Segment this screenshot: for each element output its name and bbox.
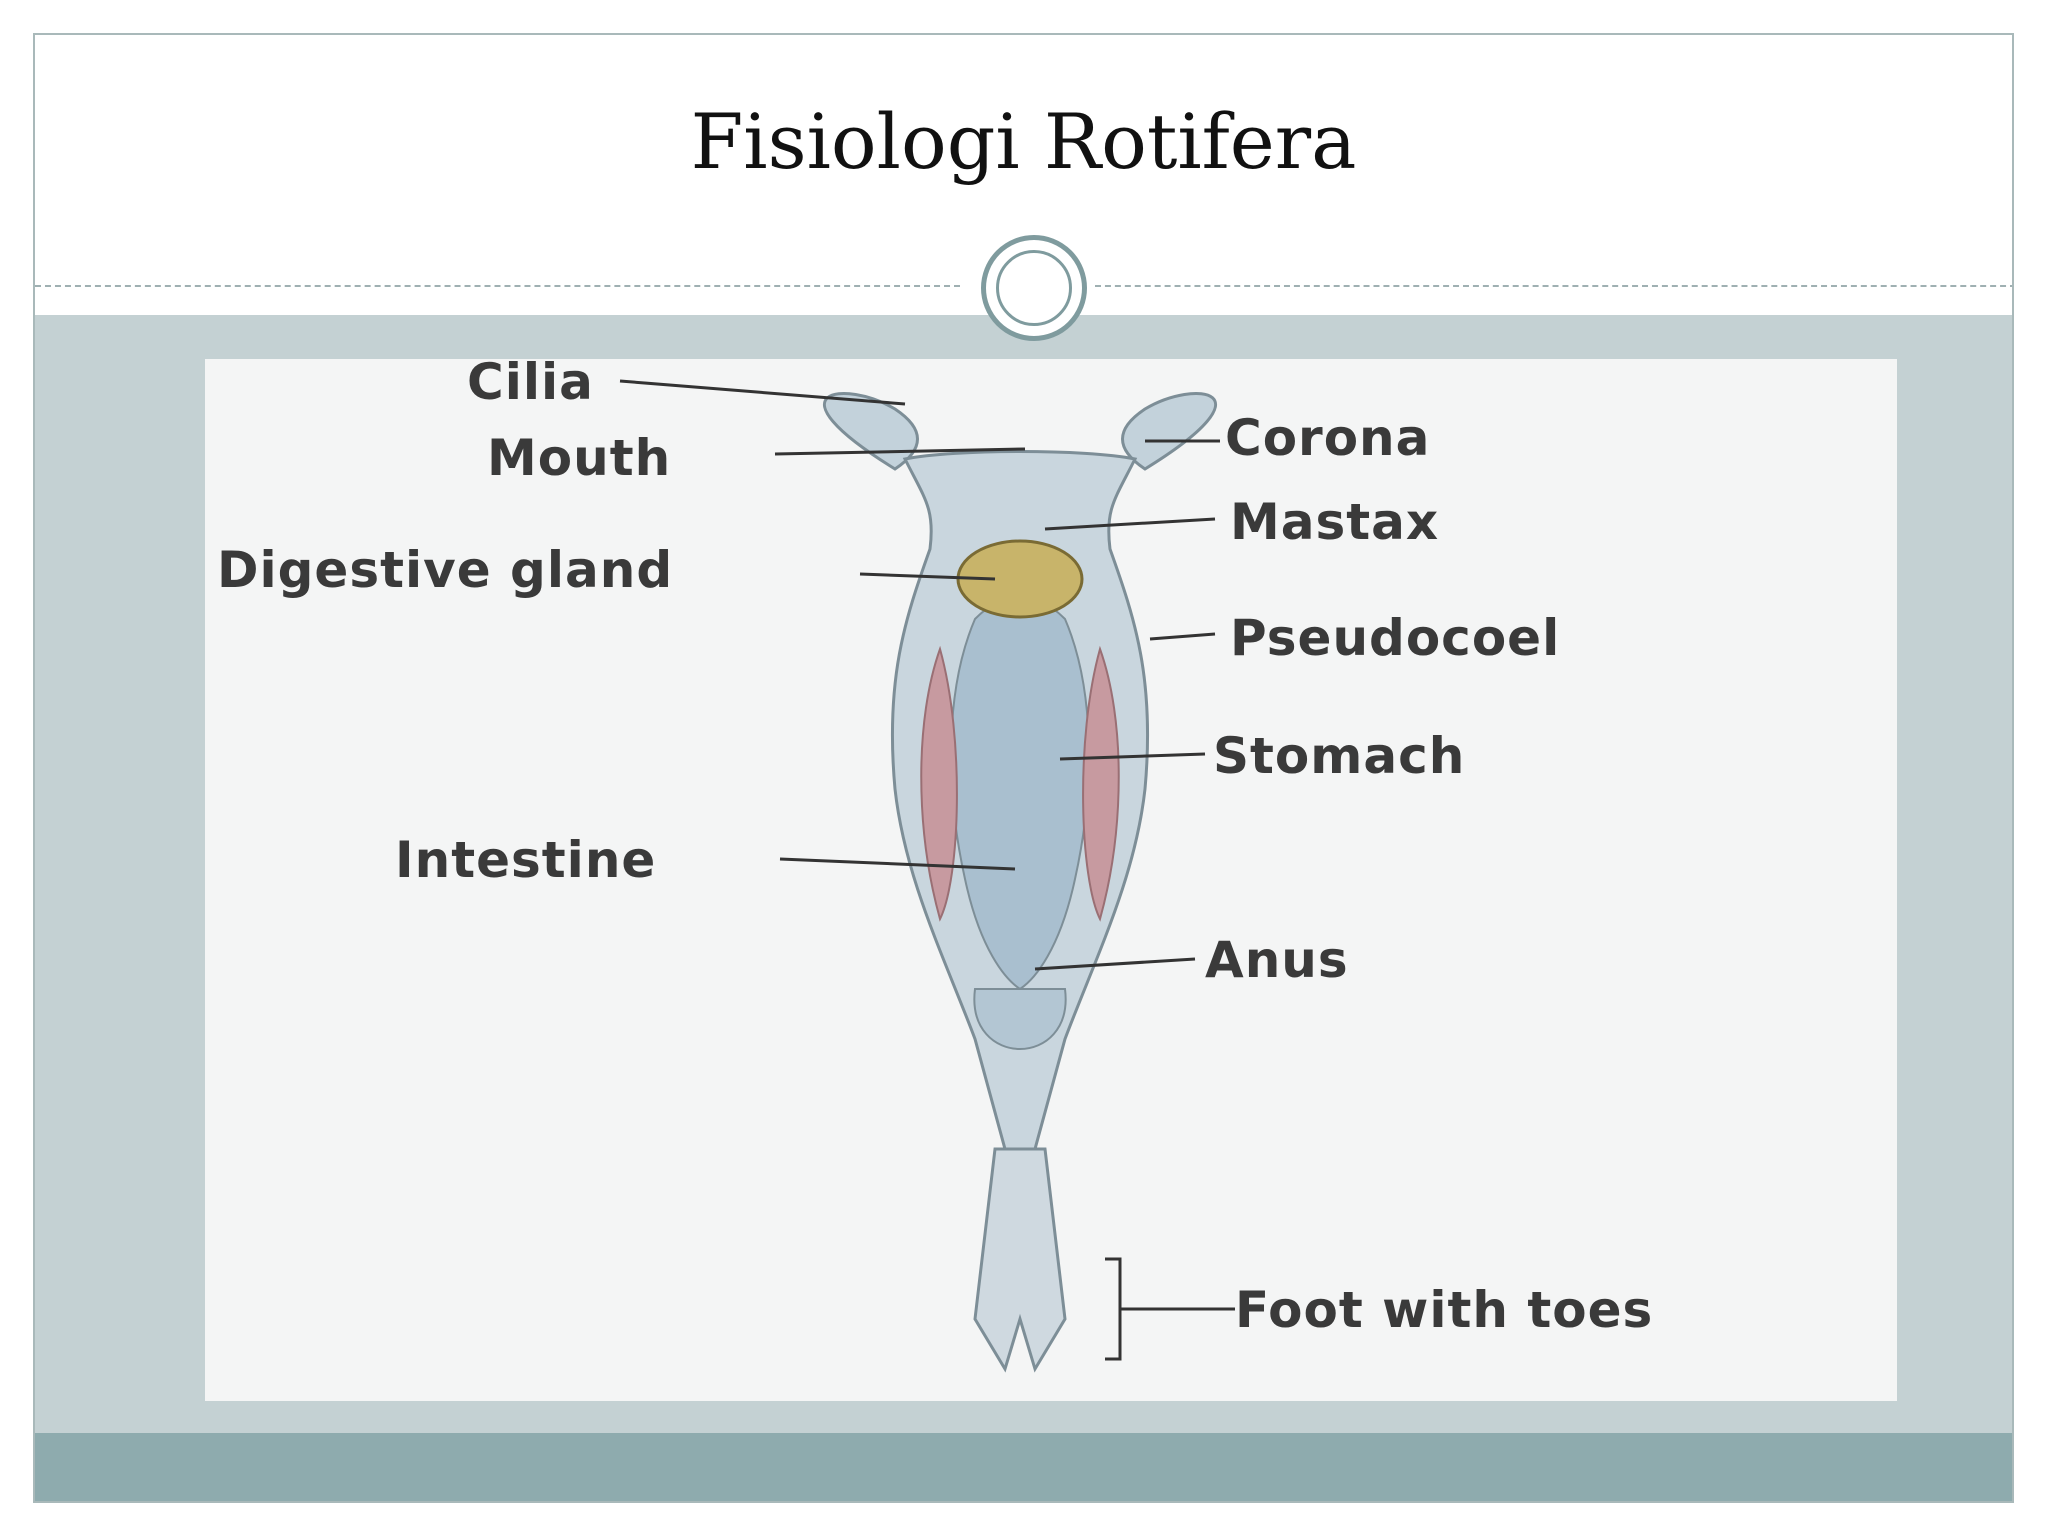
leader-cilia: [619, 379, 906, 406]
intestine-shape: [973, 988, 1067, 1051]
leader-pseudocoel: [1149, 632, 1216, 641]
leader-stomach: [1059, 752, 1206, 761]
ornament-inner-ring: [996, 250, 1072, 326]
divider-right: [1095, 285, 2012, 287]
leader-mouth: [774, 447, 1026, 456]
label-mouth: Mouth: [487, 429, 672, 487]
leader-intestine: [779, 857, 1016, 871]
label-corona: Corona: [1225, 409, 1431, 467]
foot-shape: [973, 1147, 1067, 1373]
slide-frame: Fisiologi Rotifera: [33, 33, 2014, 1503]
divider-left: [35, 285, 960, 287]
label-anus: Anus: [1205, 931, 1349, 989]
leader-digestive-gland: [859, 572, 996, 581]
corona-right-lobe: [1121, 391, 1217, 471]
rotifer-diagram: Cilia Mouth Digestive gland Intestine Co…: [205, 353, 1897, 1401]
label-pseudocoel: Pseudocoel: [1230, 609, 1561, 667]
label-cilia: Cilia: [467, 353, 594, 411]
foot-bracket: [1105, 1257, 1235, 1361]
leader-anus: [1034, 957, 1196, 971]
rotifer-illustration: [619, 379, 1235, 1373]
corona-left-lobe: [823, 391, 919, 471]
slide-title: Fisiologi Rotifera: [690, 97, 1357, 186]
label-intestine: Intestine: [395, 831, 657, 889]
label-stomach: Stomach: [1213, 727, 1466, 785]
leader-mastax: [1044, 517, 1216, 531]
footer-band: [35, 1433, 2012, 1501]
left-muscle: [920, 645, 958, 922]
right-muscle: [1082, 645, 1120, 922]
ornament-circle-icon: [981, 235, 1087, 341]
label-mastax: Mastax: [1230, 493, 1440, 551]
label-foot-with-toes: Foot with toes: [1235, 1281, 1654, 1339]
label-digestive-gland: Digestive gland: [217, 541, 674, 599]
